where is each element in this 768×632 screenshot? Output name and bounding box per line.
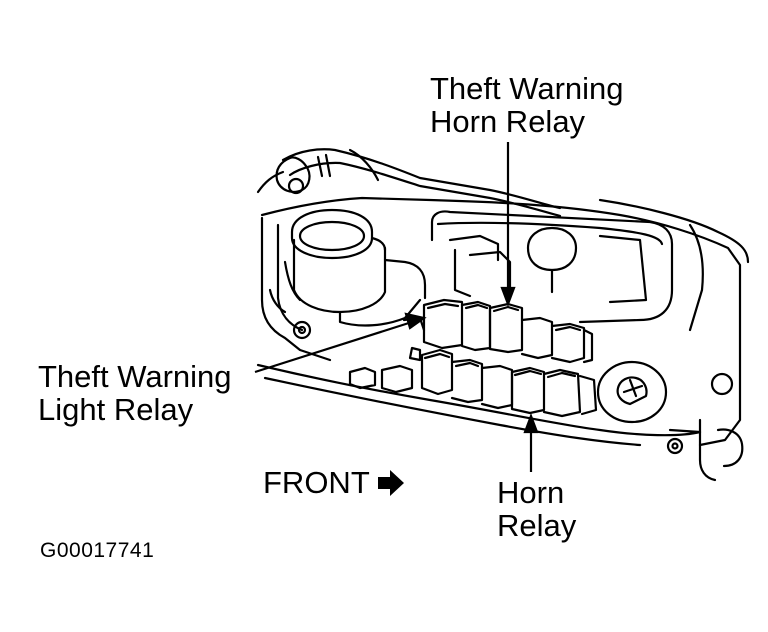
label-line-1: Theft Warning [38,359,232,394]
fluid-reservoir [268,208,427,327]
arrowhead-horn [523,412,539,434]
round-fitting [596,360,668,424]
front-label: FRONT [263,465,370,500]
junction-box [430,210,674,324]
label-line-2: Relay [497,508,577,543]
bolt-right-upper [710,372,734,396]
label-theft-warning-horn-relay: Theft Warning Horn Relay [430,72,624,138]
right-arrow-icon [376,468,406,498]
label-line-2: Light Relay [38,392,194,427]
label-line-1: Horn [497,475,565,510]
bolt-right-lower [666,437,684,455]
label-line-2: Horn Relay [430,104,586,139]
callout-leaders [254,142,539,472]
front-direction-indicator: FRONT [263,466,406,499]
horn-relay-box [510,366,546,415]
arrowhead-theft-light [404,312,427,330]
bolt-left [292,320,312,340]
label-line-1: Theft Warning [430,71,624,106]
lower-relay-row [420,348,598,418]
left-bracket [260,216,332,362]
label-horn-relay: Horn Relay [497,476,576,542]
arrowhead-theft-horn [500,286,516,308]
right-panel-edge [598,198,750,264]
label-theft-warning-light-relay: Theft Warning Light Relay [38,360,232,426]
lower-panel-edge [256,363,702,437]
hood-rod [281,148,562,210]
figure-code: G00017741 [40,539,155,562]
